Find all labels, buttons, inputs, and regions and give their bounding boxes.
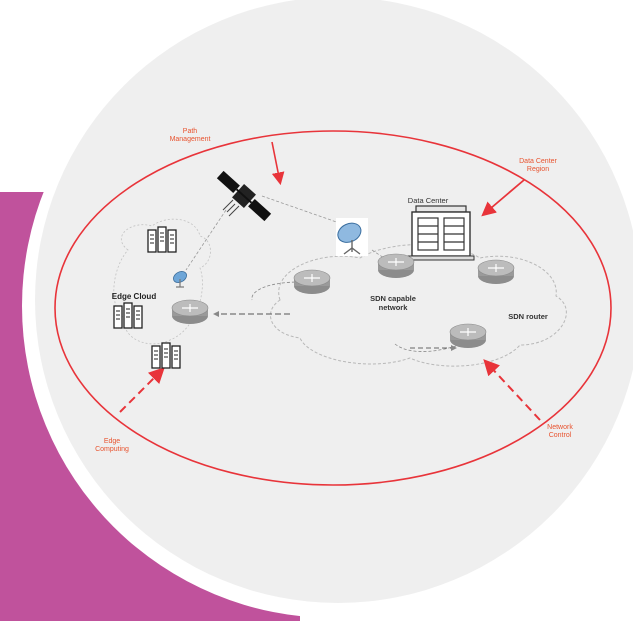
data-center-region-arrow [481,179,525,217]
satellite-dish-icon [336,218,368,256]
edge-boundary-ellipse [54,130,612,486]
data-center-label: Data Center [407,196,449,205]
link-dish-router [371,249,391,263]
server-rack-icon [147,226,177,253]
background-circle [35,0,633,603]
network-control-arrow [483,359,541,421]
router-icon [449,323,487,349]
router-icon [171,299,209,325]
router-icon [377,253,415,279]
link-loop-left [251,281,301,301]
dish-antenna-icon [173,271,187,288]
satellite-icon [216,170,272,222]
server-building-icon [407,205,475,261]
server-rack-icon [113,302,143,329]
server-rack-icon [151,342,181,369]
router-icon [477,259,515,285]
satellite-signal-icon [222,199,240,217]
path-management-arrow [271,141,285,186]
sdn-router-label: SDN router [508,312,548,321]
link-satellite-edge [185,209,227,271]
edge-cloud-label: Edge Cloud [111,292,157,301]
link-satellite-dish [261,195,349,227]
router-icon [293,269,331,295]
edge-computing-arrow [119,367,165,413]
